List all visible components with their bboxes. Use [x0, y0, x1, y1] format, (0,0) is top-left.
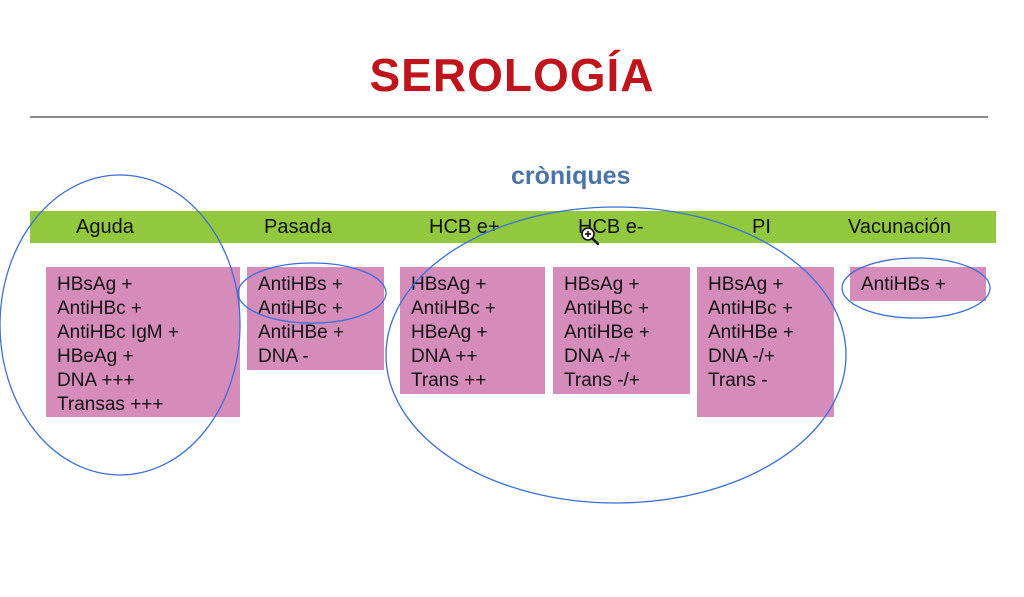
marker-line: AntiHBc + [708, 298, 794, 319]
zoom-in-magnifier-icon [581, 227, 600, 246]
column-header-vacunacion: Vacunación [848, 216, 952, 238]
marker-line: HBeAg + [411, 322, 488, 343]
marker-line: Trans - [708, 370, 768, 391]
title-divider [30, 116, 988, 118]
column-header-hcb-e-pos: HCB e+ [429, 216, 500, 238]
marker-line: HBsAg + [57, 274, 133, 295]
marker-line: AntiHBc + [258, 298, 344, 319]
marker-line: AntiHBc IgM + [57, 322, 179, 343]
marker-line: AntiHBs + [861, 274, 947, 295]
marker-line: AntiHBe + [564, 322, 651, 343]
marker-box-hcb-e-neg: HBsAg + AntiHBc + AntiHBe + DNA -/+ Tran… [553, 267, 690, 394]
marker-line: DNA - [258, 346, 309, 367]
column-header-pi: PI [752, 216, 771, 238]
column-header-pasada: Pasada [264, 216, 332, 238]
marker-box-pi: HBsAg + AntiHBc + AntiHBe + DNA -/+ Tran… [697, 267, 834, 417]
marker-line: DNA -/+ [564, 346, 632, 367]
marker-line: AntiHBc + [57, 298, 143, 319]
marker-line: DNA -/+ [708, 346, 776, 367]
marker-box-pasada: AntiHBs + AntiHBc + AntiHBe + DNA - [247, 267, 384, 370]
marker-line: AntiHBs + [258, 274, 344, 295]
marker-line: Trans -/+ [564, 370, 640, 391]
slide-title: SEROLOGÍA [369, 49, 655, 101]
marker-line: AntiHBc + [564, 298, 650, 319]
marker-line: HBsAg + [708, 274, 784, 295]
marker-line: HBsAg + [411, 274, 487, 295]
slide-subtitle: cròniques [511, 162, 631, 190]
marker-box-vacunacion: AntiHBs + [850, 267, 986, 301]
column-header-aguda: Aguda [76, 216, 134, 238]
marker-line: AntiHBe + [708, 322, 795, 343]
marker-box-hcb-e-pos: HBsAg + AntiHBc + HBeAg + DNA ++ Trans +… [400, 267, 545, 394]
marker-line: Trans ++ [411, 370, 487, 391]
marker-line: Transas +++ [57, 394, 164, 415]
marker-line: AntiHBe + [258, 322, 345, 343]
marker-line: AntiHBc + [411, 298, 497, 319]
marker-line: HBeAg + [57, 346, 134, 367]
marker-box-aguda: HBsAg + AntiHBc + AntiHBc IgM + HBeAg + … [46, 267, 240, 417]
marker-line: DNA ++ [411, 346, 478, 367]
marker-line: HBsAg + [564, 274, 640, 295]
marker-line: DNA +++ [57, 370, 135, 391]
